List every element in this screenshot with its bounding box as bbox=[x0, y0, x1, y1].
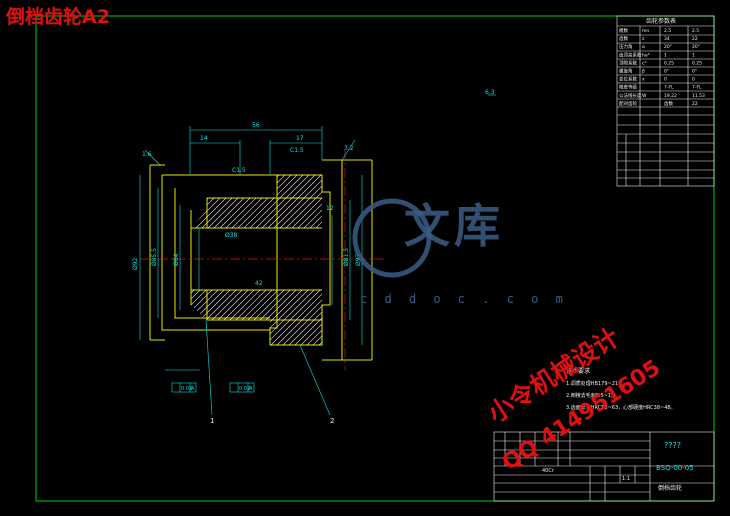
dim-inner-len: 42 bbox=[255, 280, 263, 287]
dim-right-width: 17 bbox=[296, 135, 304, 142]
datum-1: A bbox=[191, 386, 195, 392]
dim-hub-dia: Ø64 bbox=[173, 253, 180, 266]
param-cell: 20° bbox=[692, 44, 700, 50]
param-cell: 1 bbox=[664, 52, 667, 58]
param-cell: 顶隙系数 bbox=[619, 59, 637, 66]
param-cell: 齿数 bbox=[619, 35, 628, 42]
title-block-scale: 1:1 bbox=[622, 476, 630, 482]
title-block-code: BSQ-00-05 bbox=[656, 464, 694, 472]
gear-section-outline bbox=[149, 159, 373, 361]
param-cell: 11.53 bbox=[692, 93, 705, 99]
param-cell: 7-FL bbox=[664, 85, 674, 91]
callout-2: 2 bbox=[330, 417, 334, 425]
gear-parameter-table bbox=[616, 15, 715, 187]
param-cell: c* bbox=[642, 60, 647, 66]
section-hatch bbox=[191, 175, 322, 345]
title-block-material: 40Cr bbox=[542, 468, 555, 474]
dim-chamfer-left: C1.5 bbox=[232, 167, 246, 174]
roughness-2: 3.2 bbox=[344, 145, 354, 152]
tech-req-line-3: 3.齿面淬火HRC58~63，心部硬度HRC38~48。 bbox=[566, 404, 676, 411]
param-cell: 0.25 bbox=[664, 60, 674, 66]
roughness-1: 1.6 bbox=[142, 151, 152, 158]
param-cell: 19.22 bbox=[664, 93, 677, 99]
param-cell: 22 bbox=[692, 36, 698, 42]
dim-bore: Ø38 bbox=[225, 232, 238, 239]
param-cell: 2.5 bbox=[692, 28, 699, 34]
title-block bbox=[493, 431, 715, 502]
param-cell: 0.25 bbox=[692, 60, 702, 66]
param-cell: 压力角 bbox=[619, 43, 633, 50]
param-cell: ha* bbox=[642, 52, 651, 58]
param-cell: 0 bbox=[692, 77, 695, 83]
watermark-logo-ring bbox=[352, 198, 432, 278]
drawing-title: 倒档齿轮A2 bbox=[6, 6, 110, 28]
param-cell: 配对齿轮 bbox=[619, 100, 637, 107]
dim-left-outer: Ø85.5 bbox=[151, 248, 158, 266]
watermark-site-name: 文库 bbox=[404, 199, 504, 253]
title-block-part-label: 倒档齿轮 bbox=[658, 484, 682, 492]
param-cell: x bbox=[642, 78, 645, 83]
param-table-title: 齿轮参数表 bbox=[646, 17, 676, 25]
runout-value-1: 0.02 bbox=[181, 386, 192, 392]
param-cell: 齿顶高系数 bbox=[619, 51, 642, 58]
param-cell: 0 bbox=[664, 77, 667, 83]
param-cell: 1 bbox=[692, 52, 695, 58]
dim-outer-dia: Ø92 bbox=[132, 257, 139, 270]
dimension-lines bbox=[139, 94, 496, 416]
title-block-name: ???? bbox=[664, 441, 681, 450]
tech-req-line-2: 2.倒棱去毛刺0.5~1。 bbox=[566, 392, 616, 399]
param-cell: 34 bbox=[664, 36, 670, 42]
param-cell: 7-FL bbox=[692, 85, 702, 91]
param-cell: 螺旋角 bbox=[619, 68, 633, 75]
param-cell: 公法线长度 bbox=[619, 92, 642, 99]
param-cell: 0° bbox=[664, 69, 669, 75]
param-cell: α bbox=[642, 45, 645, 50]
param-cell: 0° bbox=[692, 69, 697, 75]
dim-tip-dia: Ø97 bbox=[355, 253, 362, 266]
param-cell: 模数 bbox=[619, 27, 628, 34]
centerlines bbox=[140, 150, 385, 370]
watermark-site-url: c d d o c . c o m bbox=[360, 292, 568, 306]
dim-width-mid: 12 bbox=[326, 205, 334, 212]
callout-1: 1 bbox=[210, 417, 214, 425]
param-cell: 22 bbox=[692, 101, 698, 107]
runout-value-2: 0.02 bbox=[239, 386, 250, 392]
dim-root-dia: Ø81.5 bbox=[343, 248, 350, 266]
tech-req-title: 技术要求 bbox=[566, 367, 590, 375]
param-cell: W bbox=[642, 93, 647, 99]
dim-left-width: 14 bbox=[200, 135, 208, 142]
param-cell: 2.5 bbox=[664, 28, 671, 34]
tech-req-line-1: 1.调质处理HB179~217。 bbox=[566, 380, 626, 387]
param-cell: β bbox=[642, 69, 645, 75]
dim-overall-width: 56 bbox=[252, 122, 260, 129]
param-cell: z bbox=[642, 37, 645, 42]
dim-chamfer-right: C1.5 bbox=[290, 147, 304, 154]
param-cell: mn bbox=[642, 29, 649, 34]
param-cell: 精度等级 bbox=[619, 84, 637, 91]
param-cell: 20° bbox=[664, 44, 672, 50]
param-cell: 齿数 bbox=[664, 100, 673, 107]
param-cell: 变位系数 bbox=[619, 76, 637, 83]
drawing-border bbox=[35, 15, 715, 502]
roughness-3: 6.3 bbox=[485, 89, 495, 96]
datum-2: A bbox=[249, 386, 253, 392]
